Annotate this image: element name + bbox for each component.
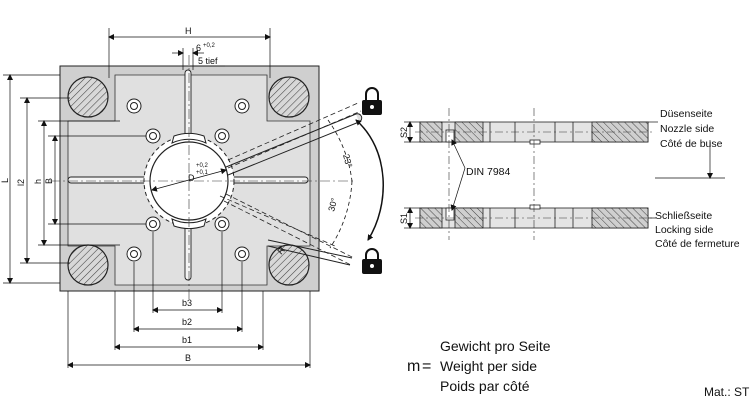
locking-side-de: Schließseite	[655, 210, 712, 222]
material-label: Mat.: ST	[704, 385, 750, 399]
dim-h: h	[33, 179, 43, 184]
section-dims	[404, 121, 725, 229]
locking-side-en: Locking side	[655, 224, 714, 236]
dim-l2: l2	[16, 179, 26, 186]
dim-D-tol-bot: +0,1	[196, 170, 209, 176]
dim-slot-width-tol: +0,2	[203, 43, 216, 49]
nozzle-side-fr: Côté de buse	[660, 138, 723, 150]
dim-H: H	[185, 26, 192, 36]
dim-L: L	[0, 178, 10, 183]
dimension-lines	[3, 28, 311, 368]
dim-D: D	[188, 173, 195, 183]
screw-holes	[126, 98, 250, 262]
dim-slot-depth: 5 tief	[198, 56, 218, 66]
locking-handle: 23° 30° R	[219, 102, 384, 266]
lock-icon-closed	[362, 87, 382, 115]
dim-B: B	[185, 353, 191, 363]
weight-fr: Poids par côté	[440, 378, 530, 394]
rotation-arrow	[355, 119, 384, 241]
weight-de: Gewicht pro Seite	[440, 338, 551, 354]
locking-side-fr: Côté de fermeture	[655, 238, 740, 250]
nozzle-side-de: Düsenseite	[660, 108, 713, 120]
angle-30: 30°	[326, 196, 339, 212]
dim-slot-width: 6	[196, 43, 201, 53]
din-label: DIN 7984	[466, 166, 511, 178]
dim-S1: S1	[399, 213, 409, 224]
nozzle-side-en: Nozzle side	[660, 123, 714, 135]
plate-top-view: D +0,2 +0,1	[50, 55, 355, 300]
dim-b1: b1	[182, 335, 192, 345]
dim-S2: S2	[399, 127, 409, 138]
dim-B-left: B	[44, 178, 54, 184]
angle-23: 23°	[341, 153, 354, 169]
dim-b2: b2	[182, 317, 192, 327]
diameter-arrow	[151, 168, 227, 192]
weight-en: Weight per side	[440, 358, 537, 374]
section-center-lines	[415, 108, 655, 240]
weight-symbol: m	[407, 358, 420, 375]
dim-D-tol-top: +0,2	[196, 163, 209, 169]
corner-bushings	[67, 76, 310, 286]
lock-icon-open	[362, 248, 382, 274]
dim-b3: b3	[182, 298, 192, 308]
weight-equals: =	[422, 358, 431, 375]
